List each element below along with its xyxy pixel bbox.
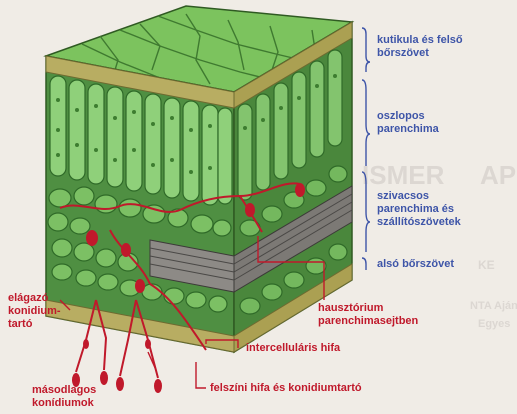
label-secondary-conidia: másodlagos konídiumok	[32, 384, 96, 410]
label-spongy-line-3: szállítószövetek	[377, 216, 461, 229]
leaf-block	[46, 6, 352, 352]
label-branched-line-3: tartó	[8, 318, 61, 331]
label-palisade: oszlopos parenchima	[377, 110, 439, 136]
label-spongy-line-2: parenchima és	[377, 203, 461, 216]
label-lower-epidermis: alsó bőrszövet	[377, 258, 454, 271]
label-haustorium: hausztórium parenchimasejtben	[318, 302, 418, 328]
label-haustorium-line-2: parenchimasejtben	[318, 315, 418, 328]
label-branched-line-1: elágazó	[8, 292, 61, 305]
label-cuticle-line-1: kutikula és felső	[377, 34, 463, 47]
label-spongy: szivacsos parenchima és szállítószövetek	[377, 190, 461, 229]
label-cuticle-line-2: bőrszövet	[377, 47, 463, 60]
label-branched-conidiophore: elágazó konidium- tartó	[8, 292, 61, 331]
label-branched-line-2: konidium-	[8, 305, 61, 318]
label-secondary-line-1: másodlagos	[32, 384, 96, 397]
layer-brackets	[362, 28, 370, 270]
label-spongy-line-1: szivacsos	[377, 190, 461, 203]
label-secondary-line-2: konídiumok	[32, 397, 96, 410]
label-palisade-line-1: oszlopos	[377, 110, 439, 123]
label-intercellular-hypha: intercelluláris hifa	[246, 342, 340, 355]
label-cuticle: kutikula és felső bőrszövet	[377, 34, 463, 60]
label-palisade-line-2: parenchima	[377, 123, 439, 136]
label-surface-hypha: felszíni hifa és konidiumtartó	[210, 382, 362, 395]
label-haustorium-line-1: hausztórium	[318, 302, 418, 315]
